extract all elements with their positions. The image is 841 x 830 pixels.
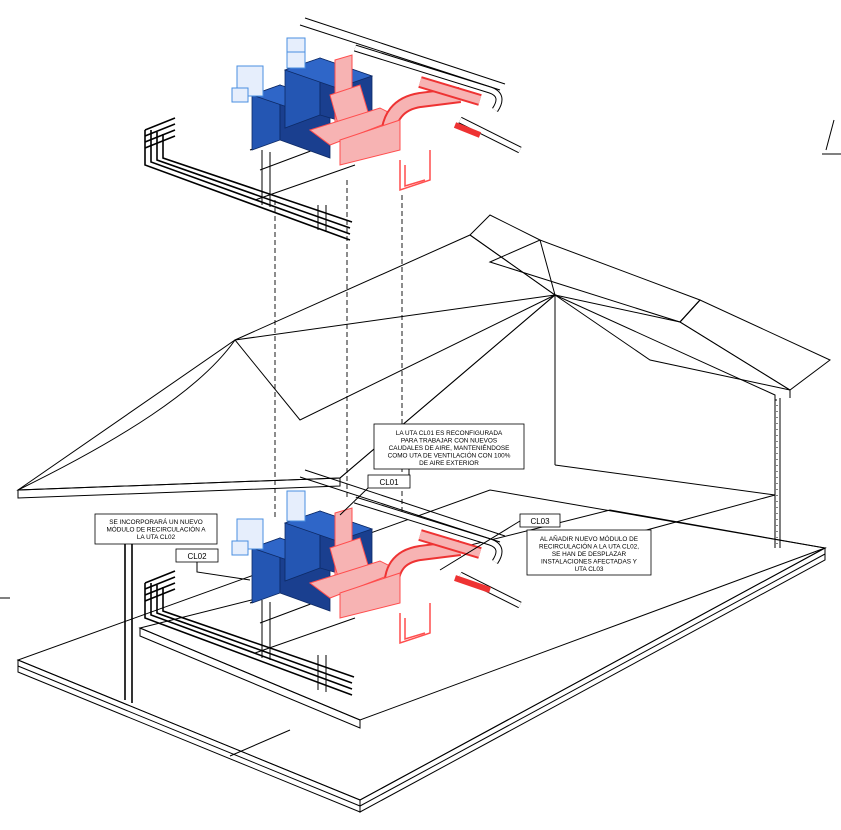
red-duct-run — [308, 507, 491, 645]
pipe-bundle — [144, 17, 506, 241]
cl03-tag: CL03 — [439, 513, 561, 571]
cl03-note-line-4: INSTALACIONES AFECTADAS Y — [541, 559, 638, 566]
cl02-tag-label: CL02 — [187, 552, 207, 561]
cl02-note-line-3: LA UTA CL02 — [137, 534, 176, 541]
cl03-note-line-5: UTA CL03 — [574, 566, 603, 573]
cl02-note: SE INCORPORARÁ UN NUEVO MÓDULO DE RECIRC… — [94, 513, 218, 545]
cl02-note-line-1: SE INCORPORARÁ UN NUEVO — [109, 517, 202, 526]
cl01-note-line-2: PARA TRABAJAR CON NUEVOS — [401, 438, 497, 445]
cl03-note: AL AÑADIR NUEVO MÓDULO DE RECIRCULACIÓN … — [526, 529, 652, 576]
cl02-tag: CL02 — [175, 548, 251, 581]
cl02-note-line-2: MÓDULO DE RECIRCULACIÓN A — [106, 525, 206, 534]
equipment-group-bottom — [144, 469, 522, 696]
pipe-bundle — [144, 469, 506, 696]
cl03-note-line-3: SE HAN DE DESPLAZAR — [552, 551, 627, 558]
cl03-note-line-2: RECIRCULACIÓN A LA UTA CL02, — [539, 542, 639, 551]
red-duct-run-top — [308, 54, 482, 192]
cl03-tag-label: CL03 — [530, 517, 550, 526]
cl01-tag-label: CL01 — [379, 478, 399, 487]
grey-intake-duct-top — [231, 37, 306, 103]
cl01-note-line-1: LA UTA CL01 ES RECONFIGURADA — [396, 430, 503, 437]
grey-intake-duct — [231, 490, 306, 556]
cl03-note-line-1: AL AÑADIR NUEVO MÓDULO DE — [540, 534, 638, 543]
cl01-note-line-4: COMO UTA DE VENTILACIÓN CON 100% — [388, 451, 511, 460]
cl01-note-line-3: CAUDALES DE AIRE, MANTENIÉNDOSE — [389, 443, 510, 452]
cl01-tag: CL01 — [339, 474, 411, 516]
cl01-note-line-5: DE AIRE EXTERIOR — [419, 460, 479, 467]
cl01-note: LA UTA CL01 ES RECONFIGURADA PARA TRABAJ… — [373, 423, 525, 475]
equipment-group-top — [144, 17, 522, 241]
